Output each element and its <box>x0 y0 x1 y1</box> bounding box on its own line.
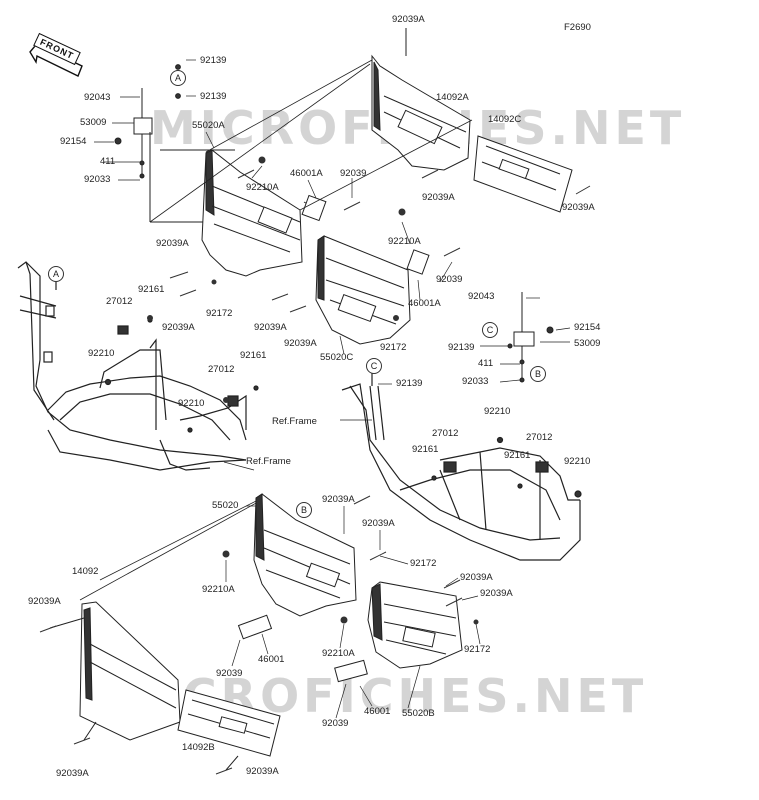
part-label: 92210 <box>484 406 511 417</box>
part-label: 92039A <box>28 596 61 607</box>
part-label: 14092 <box>72 566 99 577</box>
part-label: 92039A <box>422 192 455 203</box>
part-label: 92039A <box>322 494 355 505</box>
part-label: 55020A <box>192 120 225 131</box>
part-label: 92139 <box>448 342 475 353</box>
panel-14092C <box>473 135 573 213</box>
part-label: 92161 <box>412 444 439 455</box>
part-label: 27012 <box>208 364 235 375</box>
part-label: 92033 <box>462 376 489 387</box>
part-label: 411 <box>478 358 494 369</box>
part-label: 55020C <box>320 352 354 363</box>
part-label: 92039A <box>480 588 513 599</box>
label-leaders <box>94 59 571 719</box>
part-label: 27012 <box>106 296 133 307</box>
part-label: 92039A <box>392 14 425 25</box>
part-label: 46001A <box>408 298 441 309</box>
part-label: 92172 <box>206 308 233 319</box>
part-label: 92161 <box>138 284 165 295</box>
part-label: 92210 <box>564 456 591 467</box>
callout-a-top: A <box>170 70 186 86</box>
part-label: 92154 <box>60 136 87 147</box>
part-label: 53009 <box>574 338 601 349</box>
ref-frame-label-left: Ref.Frame <box>246 456 291 467</box>
leader-lines <box>79 59 473 601</box>
part-label: 92039A <box>246 766 279 777</box>
part-label: 92039 <box>216 668 243 679</box>
part-label: 92210A <box>388 236 421 247</box>
part-label: 411 <box>100 156 116 167</box>
part-label: 92172 <box>410 558 437 569</box>
part-label: 92139 <box>396 378 423 389</box>
fasteners <box>39 156 591 775</box>
part-label: 92039A <box>56 768 89 779</box>
callout-c-frame: C <box>366 358 382 374</box>
part-label: 55020 <box>212 500 239 511</box>
part-label: 92043 <box>84 92 111 103</box>
part-label: 27012 <box>526 432 553 443</box>
diagram-code: F2690 <box>564 22 591 33</box>
part-label: 92210 <box>88 348 115 359</box>
part-label: 46001 <box>364 706 391 717</box>
part-label: 14092C <box>488 114 522 125</box>
frame-right <box>341 372 582 561</box>
callout-a-frame: A <box>48 266 64 282</box>
panel-14092A <box>371 28 471 171</box>
part-label: 14092B <box>182 742 215 753</box>
part-label: 92210A <box>322 648 355 659</box>
panel-14092B <box>177 689 281 771</box>
panel-55020A <box>201 149 327 277</box>
part-label: 92033 <box>84 174 111 185</box>
part-label: 92139 <box>200 55 227 66</box>
part-label: 92139 <box>200 91 227 102</box>
callout-b-panel: B <box>296 502 312 518</box>
panel-14092 <box>49 601 181 741</box>
bracket-assembly-right <box>507 292 554 383</box>
callout-c-bracket: C <box>482 322 498 338</box>
part-label: 92039A <box>162 322 195 333</box>
frame-left <box>17 261 259 471</box>
part-label: 92039A <box>362 518 395 529</box>
panel-55020C <box>315 235 430 345</box>
part-label: 53009 <box>80 117 107 128</box>
part-label: 92161 <box>240 350 267 361</box>
part-label: 46001A <box>290 168 323 179</box>
part-label: 92039 <box>436 274 463 285</box>
part-label: 92172 <box>464 644 491 655</box>
part-label: 92039 <box>340 168 367 179</box>
part-label: 92172 <box>380 342 407 353</box>
callout-b-bracket: B <box>530 366 546 382</box>
ref-frame-label-right: Ref.Frame <box>272 416 317 427</box>
part-label: 92039 <box>322 718 349 729</box>
part-label: 92154 <box>574 322 601 333</box>
part-label: 92210A <box>246 182 279 193</box>
bracket-assembly-left <box>114 64 235 223</box>
part-label: 92039A <box>156 238 189 249</box>
panel-55020 <box>237 493 357 640</box>
part-label: 92043 <box>468 291 495 302</box>
part-label: 14092A <box>436 92 469 103</box>
part-label: 92039A <box>460 572 493 583</box>
part-label: 92039A <box>254 322 287 333</box>
part-label: 92210 <box>178 398 205 409</box>
part-label: 55020B <box>402 708 435 719</box>
part-label: 92210A <box>202 584 235 595</box>
part-label: 27012 <box>432 428 459 439</box>
panel-55020B <box>334 581 463 683</box>
part-label: 92039A <box>562 202 595 213</box>
part-label: 46001 <box>258 654 285 665</box>
part-label: 92039A <box>284 338 317 349</box>
part-label: 92161 <box>504 450 531 461</box>
